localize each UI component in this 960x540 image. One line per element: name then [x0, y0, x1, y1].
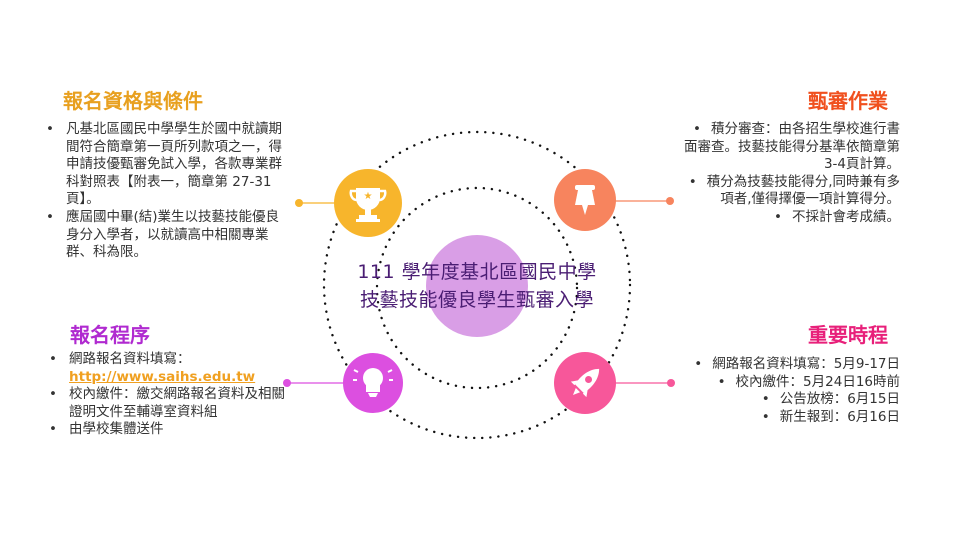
lightbulb-icon — [343, 353, 403, 413]
list-item: •公告放榜：6月15日 — [761, 391, 900, 408]
rocket-icon — [554, 352, 616, 414]
review-heading: 甄審作業 — [808, 89, 888, 113]
title-line-2: 技藝技能優良學生甄審入學 — [359, 289, 594, 311]
list-item: •積分為技藝技能得分,同時兼有多項者,僅得擇優一項計算得分。 — [688, 173, 900, 208]
eligibility-heading: 報名資格與條件 — [63, 89, 203, 113]
procedure-heading: 報名程序 — [70, 323, 150, 347]
list-item: 凡基北區國民中學學生於國中就讀期間符合簡章第一頁所列款項之一，得申請技優甄審免試… — [42, 121, 292, 209]
title-line-1: 111 學年度基北區國民中學 — [357, 261, 597, 283]
center-circle — [426, 235, 528, 337]
list-item: •積分審查：由各招生學校進行書面審查。技藝技能得分基準依簡章第3-4頁計算。 — [684, 121, 900, 173]
list-item: 網路報名資料填寫：http://www.saihs.edu.tw — [45, 351, 285, 386]
pushpin-icon — [554, 169, 616, 231]
inner-dotted-ring — [375, 186, 579, 390]
list-item: •網路報名資料填寫：5月9-17日 — [694, 356, 900, 372]
list-item: •校內繳件：5月24日16時前 — [717, 373, 900, 390]
list-item: •不採計會考成績。 — [774, 208, 900, 225]
schedule-heading: 重要時程 — [808, 323, 888, 347]
outer-dotted-ring — [322, 130, 632, 440]
registration-link[interactable]: http://www.saihs.edu.tw — [69, 368, 256, 385]
center-title: 111 學年度基北區國民中學 技藝技能優良學生甄審入學 — [300, 258, 654, 314]
svg-text:★: ★ — [364, 191, 373, 202]
list-item: •新生報到：6月16日 — [761, 408, 900, 425]
trophy-icon: ★ — [334, 169, 402, 237]
list-item: 校內繳件：繳交網路報名資料及相關證明文件至輔導室資料組 — [45, 386, 285, 421]
list-item: 應屆國中畢(結)業生以技藝技能優良身分入學者，以就讀高中相關專業群、科為限。 — [42, 209, 292, 262]
list-item: 由學校集體送件 — [45, 421, 285, 439]
